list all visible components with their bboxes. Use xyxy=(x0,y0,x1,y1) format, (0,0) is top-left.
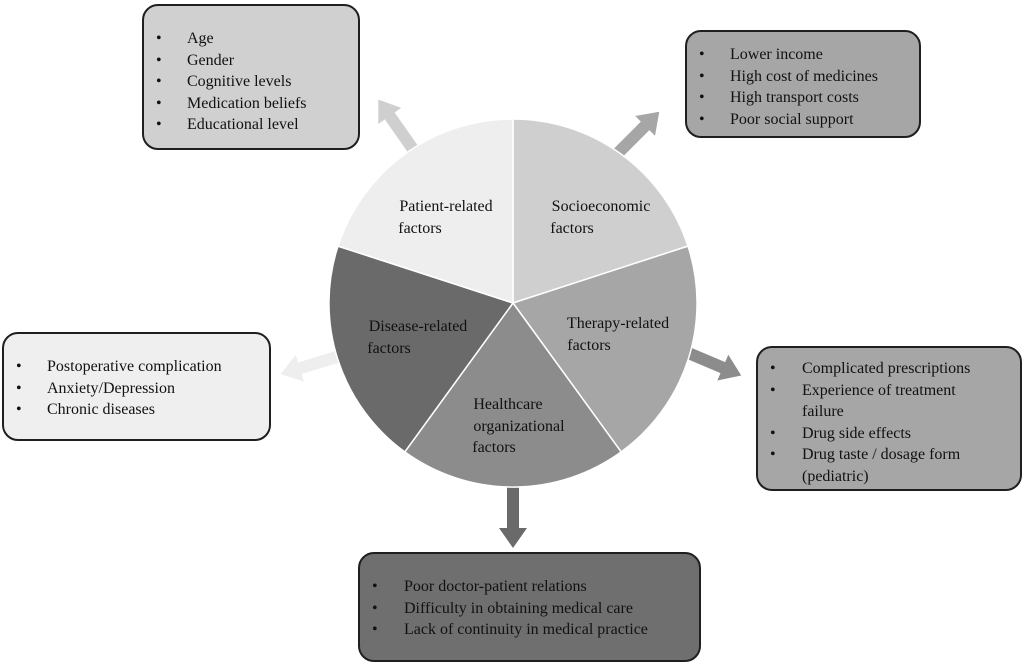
arrow-health xyxy=(499,482,527,548)
bullet-icon: • xyxy=(699,89,705,106)
pie-segment-patient xyxy=(512,118,689,305)
patient-factors-box: • Age • Gender • Cognitive levels • Medication … xyxy=(142,4,360,150)
list-item-text: Complicated prescriptions xyxy=(802,360,971,377)
bullet-icon: • xyxy=(156,116,162,133)
bullet-icon: • xyxy=(156,73,162,90)
list-item: • High transport costs xyxy=(687,87,919,109)
list-item: • Drug side effects xyxy=(758,423,1020,445)
list-item: • Poor doctor-patient relations xyxy=(360,576,699,598)
list-item: (pediatric) xyxy=(758,466,1020,488)
arrow-disease xyxy=(280,350,342,382)
list-item: • Educational level xyxy=(144,114,358,136)
bullet-icon: • xyxy=(699,67,705,85)
bullet-icon: • xyxy=(770,360,776,377)
patient-factors-list: • Age • Gender • Cognitive levels • Medication … xyxy=(144,28,358,136)
arrow-patient xyxy=(378,99,420,156)
pie-segment-socio xyxy=(511,245,698,453)
segment-label-patient: Patient-related factors xyxy=(398,198,496,237)
arrows xyxy=(280,99,742,548)
bullet-icon: • xyxy=(156,51,162,69)
socioeconomic-factors-list: • Lower income • High cost of medicines • Hig… xyxy=(687,44,919,130)
list-item: • Postoperative complication xyxy=(4,356,269,378)
list-item-text: Gender xyxy=(187,51,235,69)
socioeconomic-factors-box: • Lower income • High cost of medicines • Hig… xyxy=(685,30,921,138)
bullet-icon: • xyxy=(16,358,22,375)
bullet-icon: • xyxy=(699,110,705,128)
bullet-icon: • xyxy=(16,379,22,397)
list-item: • Lack of continuity in medical practice xyxy=(360,619,699,641)
pie-segment-health xyxy=(328,245,515,453)
list-item: • Medication beliefs xyxy=(144,93,358,115)
list-item-text: Cognitive levels xyxy=(187,73,292,90)
list-item-text: Drug taste / dosage form xyxy=(802,446,961,463)
pie-labels: Patient-related factors Socioeconomic fa… xyxy=(367,198,673,456)
list-item-text: Poor doctor-patient relations xyxy=(404,578,587,595)
segment-label-health: Healthcare organizational factors xyxy=(472,396,568,456)
list-item-text: Poor social support xyxy=(730,110,854,128)
list-item: • Experience of treatment xyxy=(758,380,1020,402)
healthcare-factors-list: • Poor doctor-patient relations • Difficult… xyxy=(360,576,699,641)
list-item: • Complicated prescriptions xyxy=(758,358,1020,380)
list-item: • Age xyxy=(144,28,358,50)
list-item-text: Difficulty in obtaining medical care xyxy=(404,599,633,617)
bullet-icon: • xyxy=(372,621,378,638)
bullet-icon: • xyxy=(770,381,776,399)
arrow-socio xyxy=(609,111,660,162)
list-item-text: Experience of treatment xyxy=(802,381,956,399)
list-item-text: Anxiety/Depression xyxy=(47,379,175,397)
list-item: • Gender xyxy=(144,50,358,72)
list-item: • Lower income xyxy=(687,44,919,66)
bullet-icon: • xyxy=(156,30,162,47)
list-item-text: Age xyxy=(187,30,214,47)
pie-segment-disease xyxy=(337,118,514,305)
list-item-text: Medication beliefs xyxy=(187,94,307,112)
therapy-factors-box: • Complicated prescriptions • Experience of… xyxy=(756,346,1022,491)
bullet-icon: • xyxy=(372,578,378,595)
segment-label-socio: Socioeconomic factors xyxy=(550,198,654,237)
pie-segment-therapy xyxy=(403,301,623,488)
list-item: • High cost of medicines xyxy=(687,66,919,88)
bullet-icon: • xyxy=(770,424,776,442)
list-item: • Anxiety/Depression xyxy=(4,378,269,400)
list-item-text: Postoperative complication xyxy=(47,358,222,375)
factor-pie xyxy=(328,118,698,488)
list-item-text: failure xyxy=(802,403,844,420)
list-item-text: Lower income xyxy=(730,46,823,63)
list-item-text: Drug side effects xyxy=(802,424,911,442)
list-item-text: Chronic diseases xyxy=(47,401,155,418)
bullet-icon: • xyxy=(699,46,705,63)
bullet-icon: • xyxy=(770,446,776,463)
bullet-icon: • xyxy=(156,94,162,112)
list-item-text: High transport costs xyxy=(730,89,859,106)
list-item: • Cognitive levels xyxy=(144,71,358,93)
segment-label-therapy: Therapy-related factors xyxy=(567,315,673,354)
list-item-text: High cost of medicines xyxy=(730,67,878,85)
list-item: failure xyxy=(758,401,1020,423)
arrow-therapy xyxy=(683,346,742,381)
list-item-text: (pediatric) xyxy=(802,467,869,485)
list-item: • Chronic diseases xyxy=(4,399,269,421)
bullet-icon: • xyxy=(16,401,22,418)
list-item: • Poor social support xyxy=(687,109,919,131)
healthcare-factors-box: • Poor doctor-patient relations • Difficult… xyxy=(358,552,701,662)
list-item-text: Lack of continuity in medical practice xyxy=(404,621,648,638)
list-item: • Difficulty in obtaining medical care xyxy=(360,598,699,620)
bullet-icon: • xyxy=(372,599,378,617)
disease-factors-box: • Postoperative complication • Anxiety/Depr… xyxy=(2,332,271,441)
disease-factors-list: • Postoperative complication • Anxiety/Depr… xyxy=(4,356,269,421)
list-item-text: Educational level xyxy=(187,116,299,133)
list-item: • Drug taste / dosage form xyxy=(758,444,1020,466)
segment-label-disease: Disease-related factors xyxy=(367,318,471,357)
therapy-factors-list: • Complicated prescriptions • Experience of… xyxy=(758,358,1020,487)
